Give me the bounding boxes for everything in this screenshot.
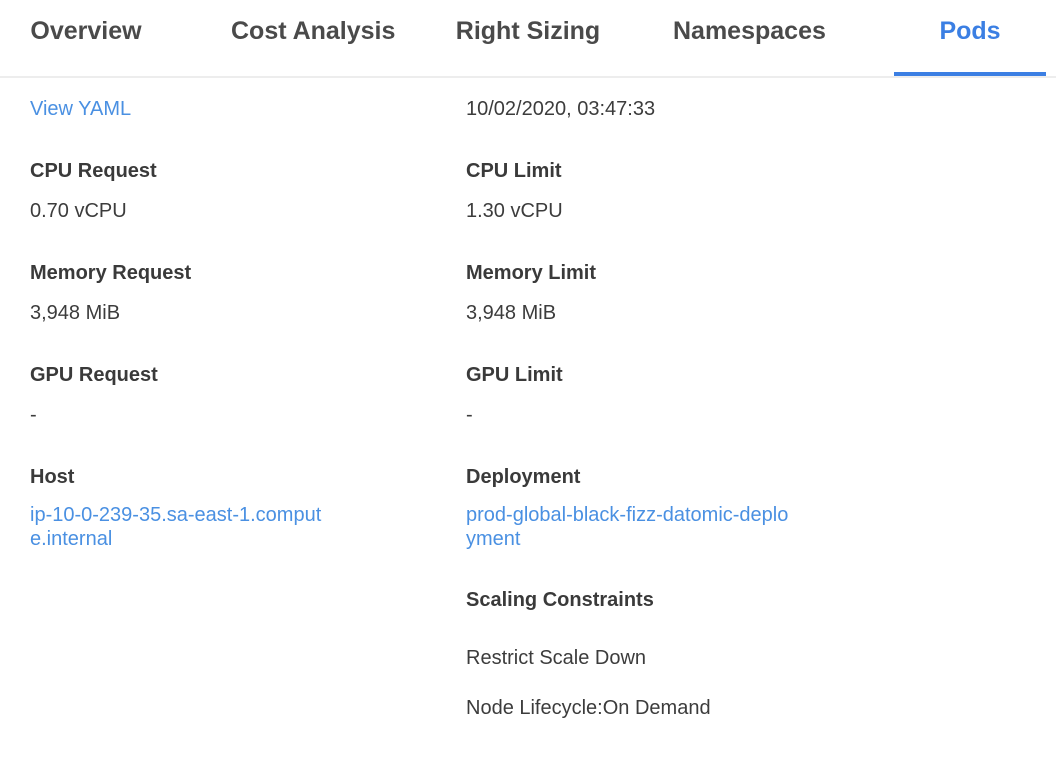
memory-limit-field: Memory Limit 3,948 MiB <box>466 261 1056 325</box>
tab-overview-label: Overview <box>30 17 142 45</box>
host-deployment-row: Host ip-10-0-239-35.sa-east-1.compute.in… <box>30 427 1056 554</box>
scaling-constraint-restrict-scale-down: Restrict Scale Down <box>466 647 647 669</box>
memory-limit-value: 3,948 MiB <box>466 302 557 324</box>
cpu-request-value: 0.70 vCPU <box>30 200 127 222</box>
tab-cost-analysis-label: Cost Analysis <box>231 17 396 45</box>
tab-pods-label: Pods <box>939 17 1001 45</box>
cpu-limit-value: 1.30 vCPU <box>466 200 563 222</box>
tab-cost-analysis[interactable]: Cost Analysis <box>231 0 395 76</box>
active-tab-indicator <box>894 72 1046 76</box>
tab-namespaces-label: Namespaces <box>673 17 826 45</box>
tab-right-sizing[interactable]: Right Sizing <box>452 0 604 76</box>
tab-namespaces[interactable]: Namespaces <box>673 0 826 76</box>
host-link[interactable]: ip-10-0-239-35.sa-east-1.compute.interna… <box>30 504 322 550</box>
gpu-limit-value: - <box>466 404 473 426</box>
deployment-link[interactable]: prod-global-black-fizz-datomic-deploymen… <box>466 504 789 550</box>
cpu-row: CPU Request 0.70 vCPU CPU Limit 1.30 vCP… <box>30 121 1056 223</box>
cpu-limit-field: CPU Limit 1.30 vCPU <box>466 159 1056 223</box>
gpu-row: GPU Request - GPU Limit - <box>30 325 1056 427</box>
host-label: Host <box>30 466 75 488</box>
scaling-constraints-section: Scaling Constraints Restrict Scale Down … <box>466 554 1056 720</box>
header-row: View YAML 10/02/2020, 03:47:33 <box>30 97 1056 121</box>
gpu-request-label: GPU Request <box>30 364 158 386</box>
tab-bar: Overview Cost Analysis Right Sizing Name… <box>0 0 1056 78</box>
memory-limit-label: Memory Limit <box>466 262 597 284</box>
cpu-limit-label: CPU Limit <box>466 160 562 182</box>
gpu-request-value: - <box>30 404 37 426</box>
memory-request-value: 3,948 MiB <box>30 302 121 324</box>
scaling-constraints-title: Scaling Constraints <box>466 589 654 611</box>
memory-row: Memory Request 3,948 MiB Memory Limit 3,… <box>30 223 1056 325</box>
gpu-limit-label: GPU Limit <box>466 364 563 386</box>
cpu-request-label: CPU Request <box>30 160 157 182</box>
cpu-request-field: CPU Request 0.70 vCPU <box>30 159 466 223</box>
gpu-request-field: GPU Request - <box>30 363 466 427</box>
tab-right-sizing-label: Right Sizing <box>455 17 601 45</box>
tab-overview[interactable]: Overview <box>10 0 162 76</box>
memory-request-field: Memory Request 3,948 MiB <box>30 261 466 325</box>
scaling-constraint-node-lifecycle: Node Lifecycle:On Demand <box>466 697 711 719</box>
host-field: Host ip-10-0-239-35.sa-east-1.compute.in… <box>30 465 466 554</box>
scaling-row: Scaling Constraints Restrict Scale Down … <box>30 554 1056 720</box>
tab-pods[interactable]: Pods <box>894 0 1046 76</box>
deployment-label: Deployment <box>466 466 581 488</box>
deployment-field: Deployment prod-global-black-fizz-datomi… <box>466 465 1056 554</box>
pod-timestamp: 10/02/2020, 03:47:33 <box>466 98 656 120</box>
pod-detail-panel: View YAML 10/02/2020, 03:47:33 CPU Reque… <box>0 78 1056 720</box>
memory-request-label: Memory Request <box>30 262 192 284</box>
gpu-limit-field: GPU Limit - <box>466 363 1056 427</box>
view-yaml-link[interactable]: View YAML <box>30 98 132 120</box>
